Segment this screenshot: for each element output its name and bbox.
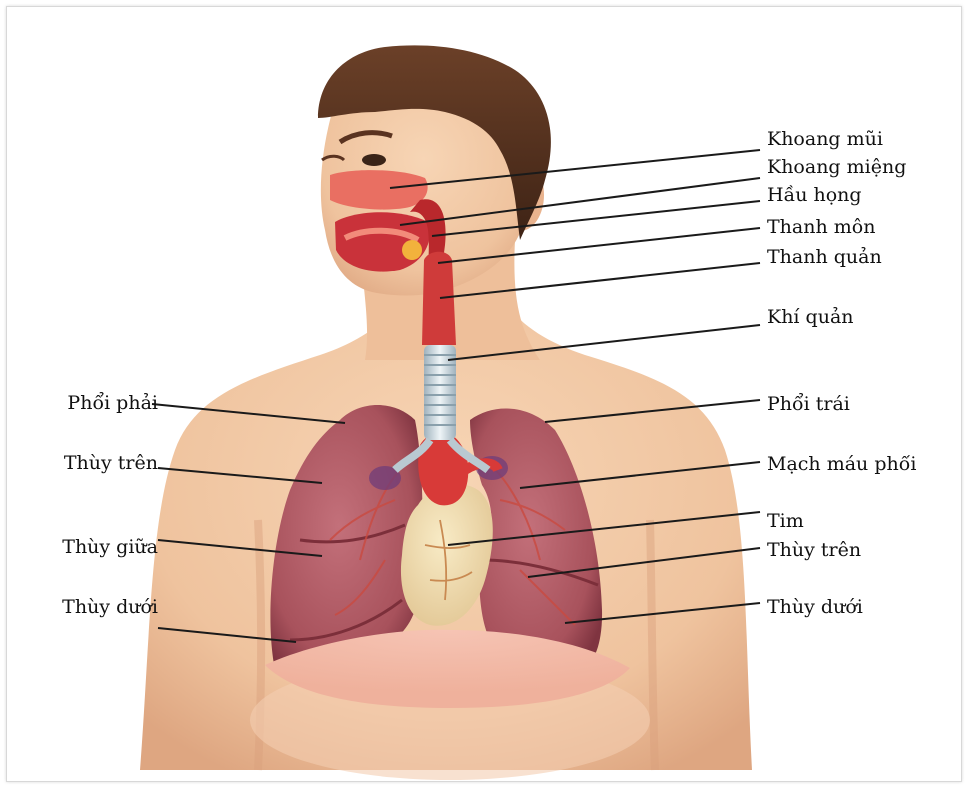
label-phoi-phai: Phổi phải — [67, 394, 158, 413]
left-labels-clip: Phổi phải Thùy trên Thùy giữa Thùy dưới — [48, 380, 158, 640]
label-thuy-tren-left-lung: Thùy trên — [767, 541, 861, 560]
label-khi-quan: Khí quản — [767, 308, 854, 327]
label-thanh-mon: Thanh môn — [767, 218, 875, 237]
label-phoi-trai: Phổi trái — [767, 395, 850, 414]
label-mach-mau-phoi: Mạch máu phổi — [767, 455, 955, 474]
label-thuy-duoi-left-lung: Thùy dưới — [767, 598, 863, 617]
label-tim: Tim — [767, 512, 804, 531]
label-thuy-duoi-right-lung: Thùy dưới — [62, 598, 158, 617]
label-khoang-mieng: Khoang miệng — [767, 158, 906, 177]
label-thuy-tren-right-lung: Thùy trên — [64, 454, 158, 473]
label-khoang-mui: Khoang mũi — [767, 130, 883, 149]
label-thuy-giua: Thùy giữa — [62, 538, 158, 557]
label-hau-hong: Hầu họng — [767, 186, 862, 205]
label-thanh-quan: Thanh quản — [767, 248, 882, 267]
